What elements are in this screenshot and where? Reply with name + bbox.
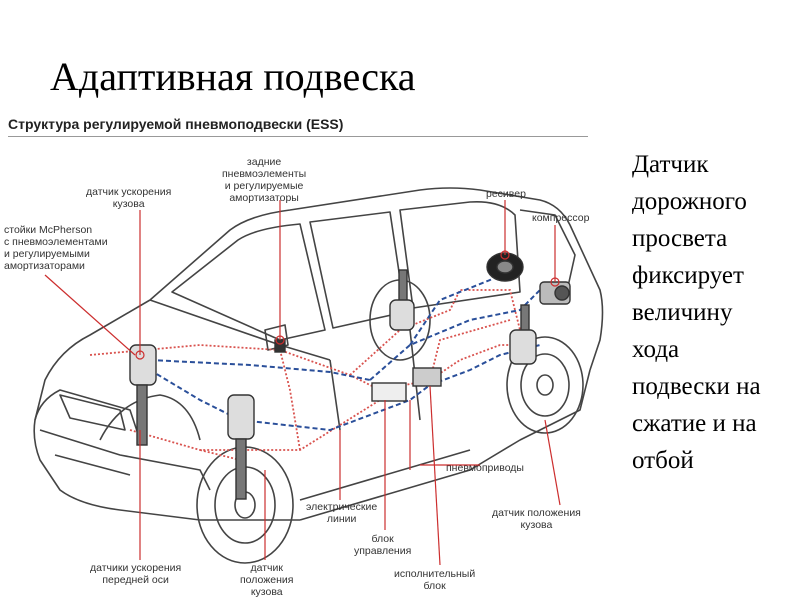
side-text-line: дорожного: [632, 188, 747, 215]
compressor-unit: [539, 281, 571, 305]
label-line: и регулируемыми: [4, 248, 90, 260]
label-actuators: пневмоприводы: [446, 462, 524, 474]
label-line: датчик: [250, 562, 283, 574]
label-control-unit: блок управления: [354, 533, 411, 557]
label-rear-height-sensor: датчик положения кузова: [492, 507, 581, 531]
label-line: с пневмоэлементами: [4, 236, 108, 248]
label-line: стойки McPherson: [4, 224, 93, 236]
label-line: кузова: [520, 519, 553, 531]
receiver-tank: [486, 252, 524, 282]
leader-lines: [44, 200, 561, 566]
front-left-wheel-arch: [99, 394, 201, 441]
label-line: задние: [246, 156, 282, 168]
label-line: линии: [326, 513, 357, 525]
valve-block-box: [412, 367, 442, 387]
pneumatic-lines: [149, 269, 555, 432]
slide-title: Адаптивная подвеска: [50, 54, 416, 99]
label-front-height-sensor: датчик положения кузова: [240, 562, 293, 598]
side-text-line: просвета: [632, 225, 728, 252]
side-text-line: Датчик: [632, 151, 709, 178]
side-text-line: подвески на: [632, 373, 761, 400]
label-line: кузова: [112, 198, 145, 210]
label-line: датчик положения: [492, 507, 581, 519]
label-line: блок: [371, 533, 394, 545]
label-line: и регулируемые: [224, 180, 304, 192]
label-line: положения: [240, 574, 294, 586]
label-receiver: ресивер: [486, 188, 526, 200]
car-diagram: [33, 187, 604, 566]
label-line: пневмоприводы: [446, 462, 524, 474]
side-text-line: фиксирует: [632, 262, 744, 289]
label-line: электрические: [306, 501, 378, 513]
control-unit-box: [371, 382, 407, 402]
rear-air-strut-left: [389, 269, 415, 331]
header-rule: [8, 136, 588, 137]
side-text: Датчик дорожного просвета фиксирует вели…: [632, 146, 796, 479]
label-line: кузова: [250, 586, 283, 598]
label-line: амортизаторами: [4, 260, 85, 272]
rear-wheel: [506, 336, 584, 434]
label-line: управления: [354, 545, 412, 557]
label-mcpherson-struts: стойки McPherson с пневмоэлементами и ре…: [4, 224, 108, 272]
diagram-header: Структура регулируемой пневмоподвески (E…: [8, 116, 344, 132]
label-rear-air-springs: задние пневмоэлементы и регулируемые амо…: [222, 156, 306, 204]
front-air-strut-right: [227, 394, 255, 500]
side-text-line: хода: [632, 336, 680, 363]
label-body-accel-sensor: датчик ускорения кузова: [86, 186, 171, 210]
label-line: компрессор: [532, 212, 590, 224]
front-air-strut-left: [129, 344, 157, 446]
label-line: передней оси: [102, 574, 169, 586]
label-line: исполнительный: [394, 568, 476, 580]
side-text-line: величину: [632, 299, 733, 326]
label-line: блок: [423, 580, 446, 592]
rear-air-strut-right: [509, 304, 537, 365]
label-line: датчик ускорения: [86, 186, 172, 198]
label-line: ресивер: [486, 188, 526, 200]
label-compressor: компрессор: [532, 212, 589, 224]
label-line: амортизаторы: [229, 192, 299, 204]
label-line: пневмоэлементы: [222, 168, 307, 180]
side-text-line: сжатие и на: [632, 410, 757, 437]
label-wiring: электрические линии: [306, 501, 377, 525]
side-text-line: отбой: [632, 447, 694, 474]
label-line: датчики ускорения: [90, 562, 182, 574]
label-front-accel-sensors: датчики ускорения передней оси: [90, 562, 181, 586]
label-valve-block: исполнительный блок: [394, 568, 475, 592]
